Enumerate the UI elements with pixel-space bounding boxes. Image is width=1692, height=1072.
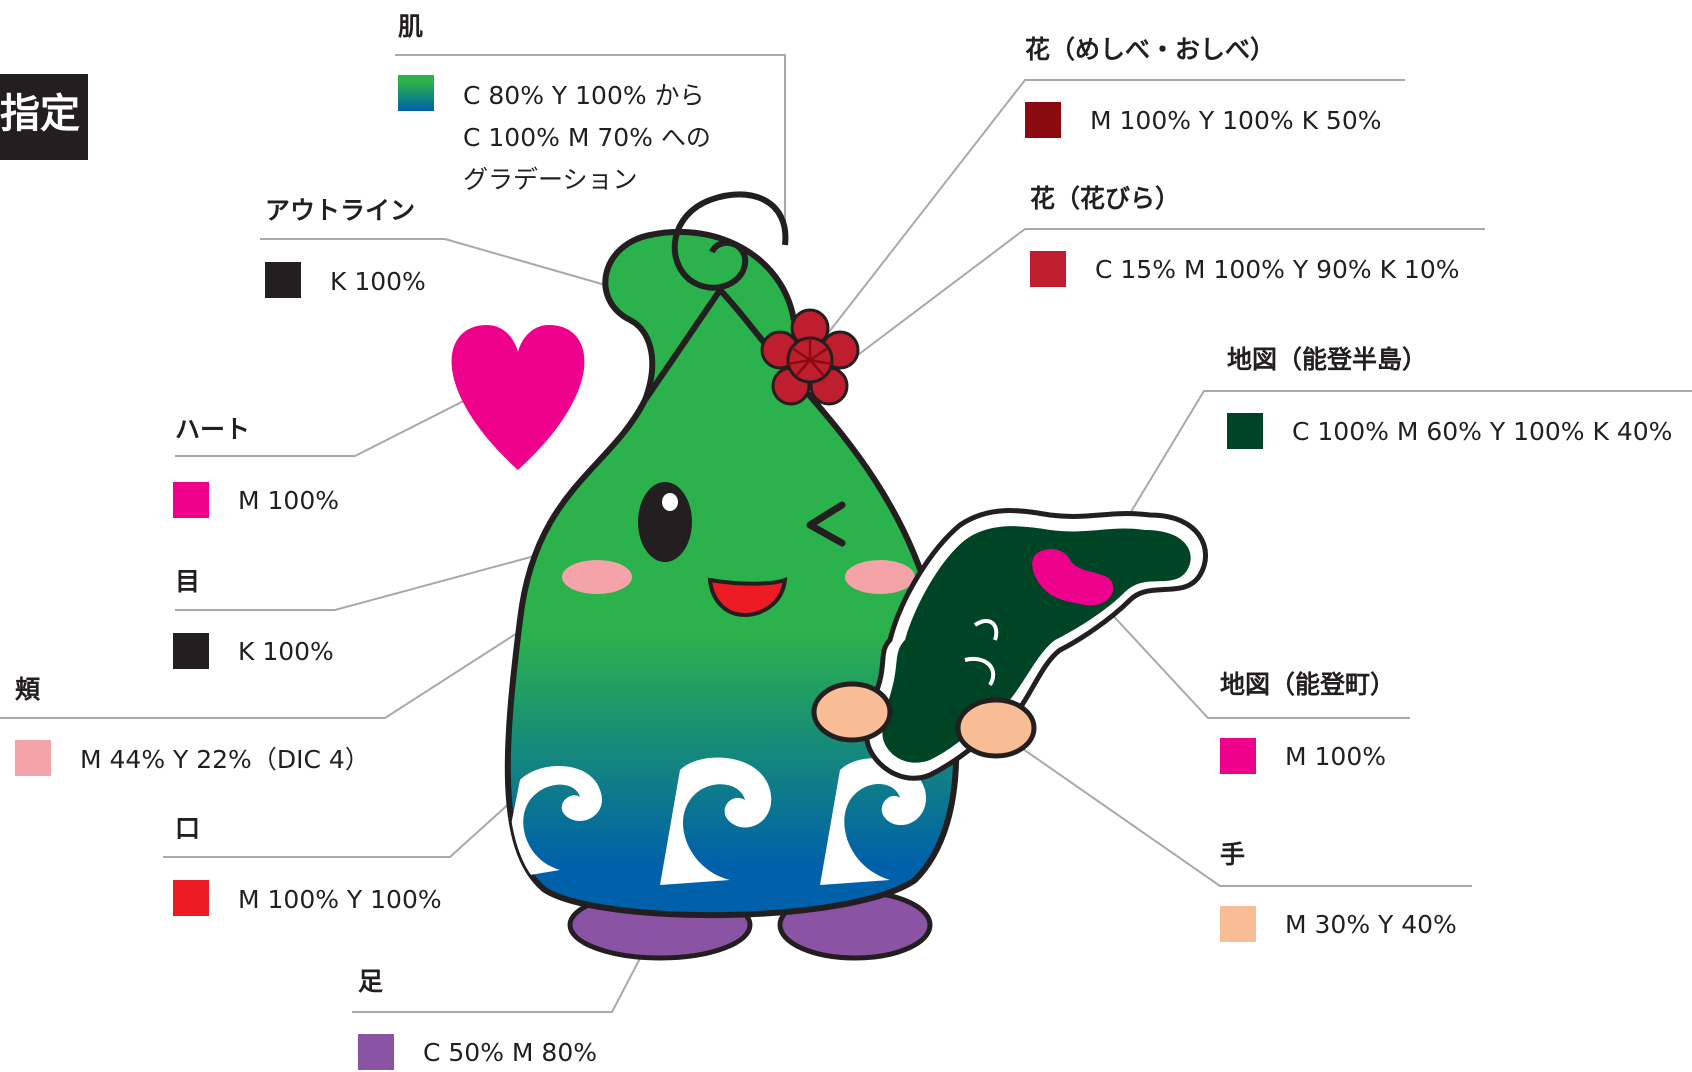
label-map-town: 地図（能登町）	[1220, 670, 1396, 699]
value-hand: M 30% Y 40%	[1285, 910, 1457, 939]
leader-map-town	[1079, 579, 1410, 719]
leader-flower-petal	[837, 228, 1485, 371]
label-mouth: 口	[175, 814, 201, 843]
value-heart: M 100%	[238, 486, 339, 515]
flower	[760, 308, 860, 406]
swatch-flower-petal	[1030, 251, 1066, 287]
hands	[811, 681, 1037, 759]
label-map-peninsula: 地図（能登半島）	[1227, 345, 1428, 374]
leader-hand	[999, 732, 1472, 887]
value-flower-center: M 100% Y 100% K 50%	[1090, 106, 1382, 135]
swatch-eye	[173, 633, 209, 669]
noto-map	[864, 508, 1208, 781]
label-eye: 目	[175, 567, 201, 596]
noto-peninsula	[882, 526, 1191, 763]
label-heart: ハート	[175, 415, 251, 444]
value-outline: K 100%	[330, 267, 426, 296]
swatch-heart	[173, 482, 209, 518]
value-foot: C 50% M 80%	[423, 1038, 597, 1067]
swatch-map-town	[1220, 738, 1256, 774]
eye-open	[638, 482, 692, 562]
value-skin-line3: グラデーション	[463, 165, 638, 194]
value-skin-line2: C 100% M 70% への	[463, 123, 711, 152]
noto-town	[1032, 548, 1114, 606]
leader-outline	[260, 238, 641, 296]
swatch-cheek	[15, 740, 51, 776]
face	[562, 482, 915, 618]
value-mouth: M 100% Y 100%	[238, 885, 442, 914]
cheek-left	[562, 560, 632, 594]
waves	[507, 757, 926, 885]
label-flower-center: 花（めしべ・おしべ）	[1025, 35, 1276, 64]
page-title: 指定	[0, 91, 80, 137]
leader-map-peninsula	[1119, 390, 1692, 531]
value-cheek: M 44% Y 22%（DIC 4）	[80, 745, 370, 774]
leader-heart	[175, 379, 506, 457]
label-outline: アウトライン	[265, 196, 416, 225]
value-eye: K 100%	[238, 637, 334, 666]
eye-wink	[806, 501, 846, 547]
leader-flower-center	[814, 79, 1405, 351]
value-flower-petal: C 15% M 100% Y 90% K 10%	[1095, 255, 1460, 284]
swatch-mouth	[173, 880, 209, 916]
swatch-hand	[1220, 906, 1256, 942]
right-hand	[955, 697, 1037, 759]
leader-skin	[395, 54, 786, 240]
swatch-skin	[398, 75, 434, 111]
leader-lines	[0, 54, 1692, 1013]
swatch-map-peninsula	[1227, 413, 1263, 449]
value-map-town: M 100%	[1285, 742, 1386, 771]
swatch-flower-center	[1025, 102, 1061, 138]
title-box	[0, 74, 88, 160]
value-skin-line1: C 80% Y 100% から	[463, 81, 705, 110]
cheek-right	[845, 560, 915, 594]
mouth	[707, 577, 788, 618]
label-flower-petal: 花（花びら）	[1030, 184, 1181, 213]
value-map-peninsula: C 100% M 60% Y 100% K 40%	[1292, 417, 1673, 446]
label-cheek: 頬	[15, 675, 41, 704]
label-hand: 手	[1220, 840, 1246, 869]
label-skin: 肌	[398, 12, 424, 41]
swatch-foot	[358, 1034, 394, 1070]
heart-shape	[451, 325, 585, 470]
label-foot: 足	[358, 967, 384, 996]
left-hand	[811, 681, 893, 743]
swatch-outline	[265, 262, 301, 298]
